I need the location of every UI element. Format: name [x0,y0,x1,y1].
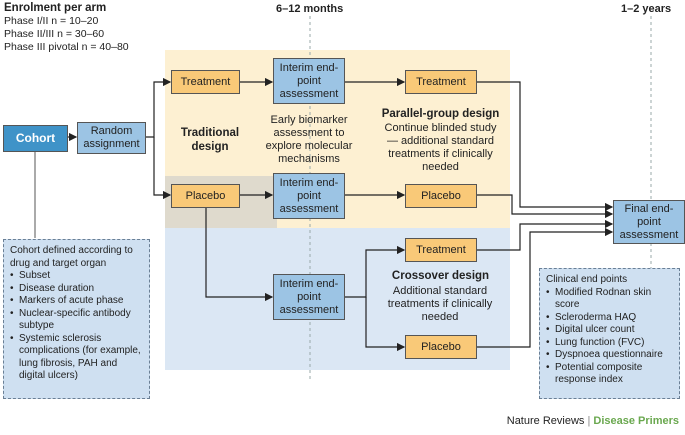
enrolment-info: Enrolment per arm Phase I/II n = 10–20 P… [4,2,164,54]
clinical-endpoints-title: Clinical end points [546,274,628,285]
cohort-box: Cohort [3,125,68,152]
timepoint-6-12-months: 6–12 months [276,3,344,15]
placebo-box-crossover: Placebo [405,335,477,359]
enrolment-title: Enrolment per arm [4,2,107,14]
clinical-endpoints-panel: Clinical end points Modified Rodnan skin… [539,268,680,399]
cohort-definition-intro: Cohort defined according to drug and tar… [10,245,133,269]
clinical-endpoint-item: Modified Rodnan skin score [546,287,673,312]
interim-assessment-box-placebo: Interim end-point assessment [273,173,345,219]
crossover-design-description: Additional standard treatments if clinic… [387,285,493,323]
treatment-box-crossover: Treatment [405,238,477,262]
clinical-endpoint-item: Lung function (FVC) [546,337,673,350]
cohort-definition-panel: Cohort defined according to drug and tar… [3,239,150,399]
parallel-design-description: Continue blinded study — additional stan… [384,122,497,173]
clinical-endpoint-item: Potential composite response index [546,362,673,387]
enrolment-phase-2: Phase II/III n = 30–60 [4,28,105,40]
credit-separator: | [587,415,591,427]
enrolment-phase-3: Phase III pivotal n = 40–80 [4,41,129,53]
journal-name: Nature Reviews [506,415,585,427]
traditional-design-label: Traditional design [180,127,240,153]
cohort-criterion: Disease duration [10,283,143,296]
early-biomarker-note: Early biomarker assessment to explore mo… [265,114,353,165]
final-assessment-box: Final end-point assessment [613,200,685,244]
treatment-box-initial: Treatment [171,70,240,94]
clinical-endpoint-item: Digital ulcer count [546,324,673,337]
cohort-criterion: Nuclear-specific antibody subtype [10,308,143,333]
cohort-criterion: Subset [10,270,143,283]
cohort-criterion: Markers of acute phase [10,295,143,308]
random-assignment-box: Random assignment [77,122,146,154]
crossover-design-title: Crossover design [391,270,490,282]
placebo-box-initial: Placebo [171,184,240,208]
treatment-box-parallel: Treatment [405,70,477,94]
parallel-design-title: Parallel-group design [381,108,500,120]
cohort-criterion: Systemic sclerosis complications (for ex… [10,333,143,383]
timepoint-1-2-years: 1–2 years [621,3,672,15]
series-name: Disease Primers [593,415,679,427]
clinical-endpoint-item: Scleroderma HAQ [546,312,673,325]
interim-assessment-box-treatment: Interim end-point assessment [273,58,345,104]
interim-assessment-box-crossover: Interim end-point assessment [273,274,345,320]
placebo-box-parallel: Placebo [405,184,477,208]
clinical-endpoint-item: Dyspnoea questionnaire [546,349,673,362]
enrolment-phase-1: Phase I/II n = 10–20 [4,15,99,27]
publisher-credit: Nature Reviews | Disease Primers [507,415,679,427]
